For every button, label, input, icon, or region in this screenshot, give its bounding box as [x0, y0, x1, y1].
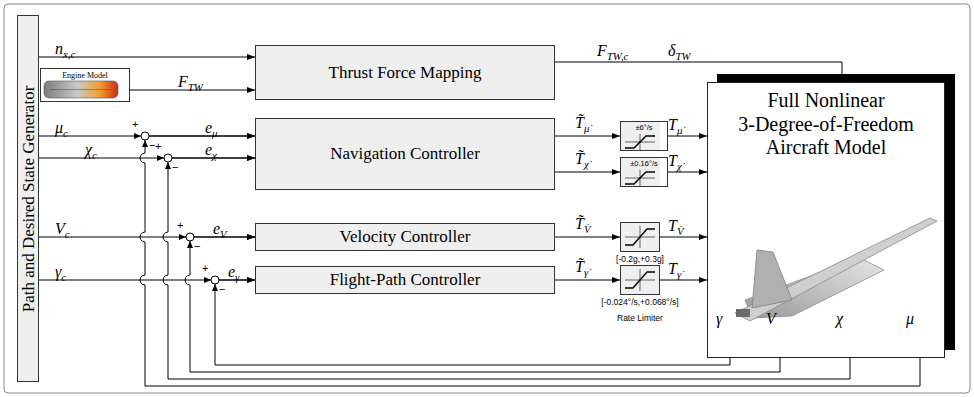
- outer-frame: [4, 4, 970, 393]
- node-label: ±6°/s: [621, 122, 667, 132]
- saturation-symbol: [625, 134, 655, 150]
- signal-label: T̃V̇: [575, 215, 591, 233]
- signal-label: FTW,c: [597, 42, 628, 60]
- node-label: [-0.2g,+0.3g]: [616, 254, 664, 264]
- summing-junctions: [141, 132, 219, 284]
- engine-detail: [50, 89, 112, 90]
- signal-label: γ: [716, 310, 722, 328]
- sign-label: −: [219, 283, 225, 295]
- signal-label: Tγ̇: [668, 260, 681, 278]
- signal-label: TV̇: [668, 217, 684, 235]
- controller-box: Navigation Controller: [255, 118, 555, 190]
- aircraft-tail: [752, 250, 792, 308]
- signal-label: FTW: [178, 73, 203, 91]
- summing-junction: [164, 154, 172, 162]
- sign-label: −: [172, 161, 178, 173]
- saturation-symbol: [625, 269, 655, 291]
- saturation-symbol: [625, 170, 655, 186]
- arrowhead: [187, 241, 193, 248]
- signal-connector: [185, 237, 780, 372]
- signal-label: Tχ̇: [668, 152, 682, 170]
- summing-junction: [211, 276, 219, 284]
- model-box-fill: [707, 82, 945, 358]
- saturation-fill: [620, 265, 660, 295]
- signal-label: nx,c: [55, 40, 75, 58]
- node-label: Navigation Controller: [330, 144, 480, 164]
- process-box: Thrust Force Mapping: [255, 45, 555, 100]
- saturation-symbol: [625, 226, 655, 248]
- signal-connector: [555, 136, 620, 137]
- rate-limiter-block: [-0.024°/s,+0.068°/s]: [620, 265, 660, 295]
- arrowhead: [134, 133, 141, 139]
- sign-label: −: [194, 240, 200, 252]
- sign-label: −: [149, 139, 155, 151]
- node-label: Flight-Path Controller: [330, 270, 481, 290]
- signal-label: Vc: [55, 220, 70, 238]
- signal-label: eμ: [205, 119, 218, 137]
- summing-junction: [141, 132, 149, 140]
- sign-label: +: [132, 118, 138, 130]
- node-label: ±0.16°/s: [621, 158, 667, 168]
- engine-illustration: [44, 81, 118, 98]
- node-label: Thrust Force Mapping: [329, 63, 482, 83]
- rate-limiter-block: [-0.2g,+0.3g]: [620, 222, 660, 252]
- arrowhead: [165, 162, 171, 169]
- signal-label: γc: [55, 263, 66, 281]
- sign-label: +: [202, 262, 208, 274]
- generator-box: Path and Desired State Generator: [17, 15, 39, 382]
- aircraft-fuselage: [735, 218, 937, 321]
- arrowhead: [142, 140, 148, 147]
- signal-label: χ: [836, 310, 843, 328]
- signal-connector: [555, 62, 842, 82]
- arrowhead: [212, 284, 218, 291]
- aircraft-nozzle: [736, 309, 750, 317]
- arrowhead: [179, 234, 186, 240]
- junction-arrowheads: [134, 133, 218, 291]
- signal-connector: [555, 237, 620, 238]
- signal-label: δTW: [668, 42, 691, 60]
- signal-label: T̃μ̇: [575, 114, 589, 132]
- engine-model-box: Engine Model: [40, 68, 130, 102]
- signal-label: T̃χ̇: [575, 150, 589, 168]
- signal-label: Tμ̇: [668, 116, 682, 134]
- signal-connector: [555, 280, 620, 281]
- node-label: [-0.024°/s,+0.068°/s]: [601, 297, 678, 307]
- signal-label: χc: [85, 141, 97, 159]
- signal-connector: [660, 280, 707, 281]
- node-label: Path and Desired State Generator: [20, 85, 37, 312]
- controller-box: Flight-Path Controller: [255, 266, 555, 294]
- arrowhead: [204, 277, 211, 283]
- summing-junction: [186, 233, 194, 241]
- note-label: Rate Limiter: [617, 314, 663, 323]
- signal-label: μ: [906, 310, 914, 328]
- signal-label: μc: [55, 119, 68, 137]
- aircraft-illustration: [735, 218, 937, 321]
- signal-label: eχ: [205, 141, 217, 159]
- saturation-fill: [620, 222, 660, 252]
- signal-label: T̃γ̇: [575, 258, 588, 276]
- signal-connector: [163, 158, 850, 379]
- node-label: Velocity Controller: [340, 227, 471, 247]
- connector-layer: [39, 57, 920, 386]
- saturation-block: ±0.16°/s: [620, 157, 668, 187]
- arrowhead: [157, 155, 164, 161]
- signal-label: eV: [213, 220, 227, 238]
- signal-connector: [668, 136, 707, 137]
- node-label: Engine Model: [41, 69, 129, 80]
- sign-label: +: [177, 219, 183, 231]
- signal-connector: [555, 172, 620, 173]
- node-label: Full Nonlinear 3-Degree-of-Freedom Aircr…: [723, 89, 929, 160]
- signal-label: V: [766, 310, 776, 328]
- saturation-block: ±6°/s: [620, 121, 668, 151]
- saturation-symbols: [620, 121, 660, 295]
- sign-label: +: [155, 140, 161, 152]
- controller-box: Velocity Controller: [255, 223, 555, 251]
- signal-connector: [668, 172, 707, 173]
- signal-label: eγ: [228, 263, 239, 281]
